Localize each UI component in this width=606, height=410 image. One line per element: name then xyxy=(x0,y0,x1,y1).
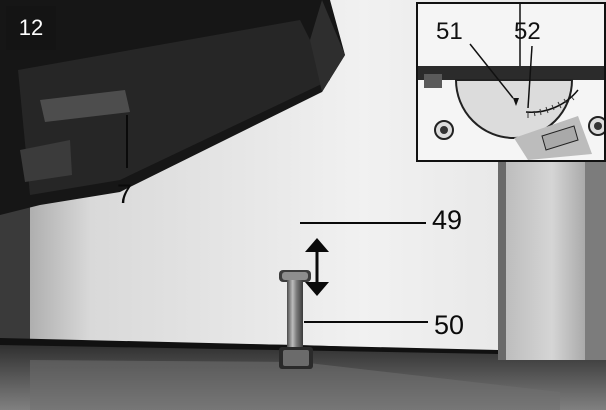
detail-inset: 51 52 xyxy=(416,2,606,162)
scale-detail-drawing xyxy=(418,4,604,160)
callout-7: 7 xyxy=(117,179,133,209)
callout-51: 51 xyxy=(436,18,463,45)
figure-number-badge: 12 xyxy=(6,6,56,50)
callout-50: 50 xyxy=(434,310,465,340)
callout-49: 49 xyxy=(432,205,463,235)
callout-52: 52 xyxy=(514,18,541,45)
double-arrow-icon xyxy=(305,238,329,296)
